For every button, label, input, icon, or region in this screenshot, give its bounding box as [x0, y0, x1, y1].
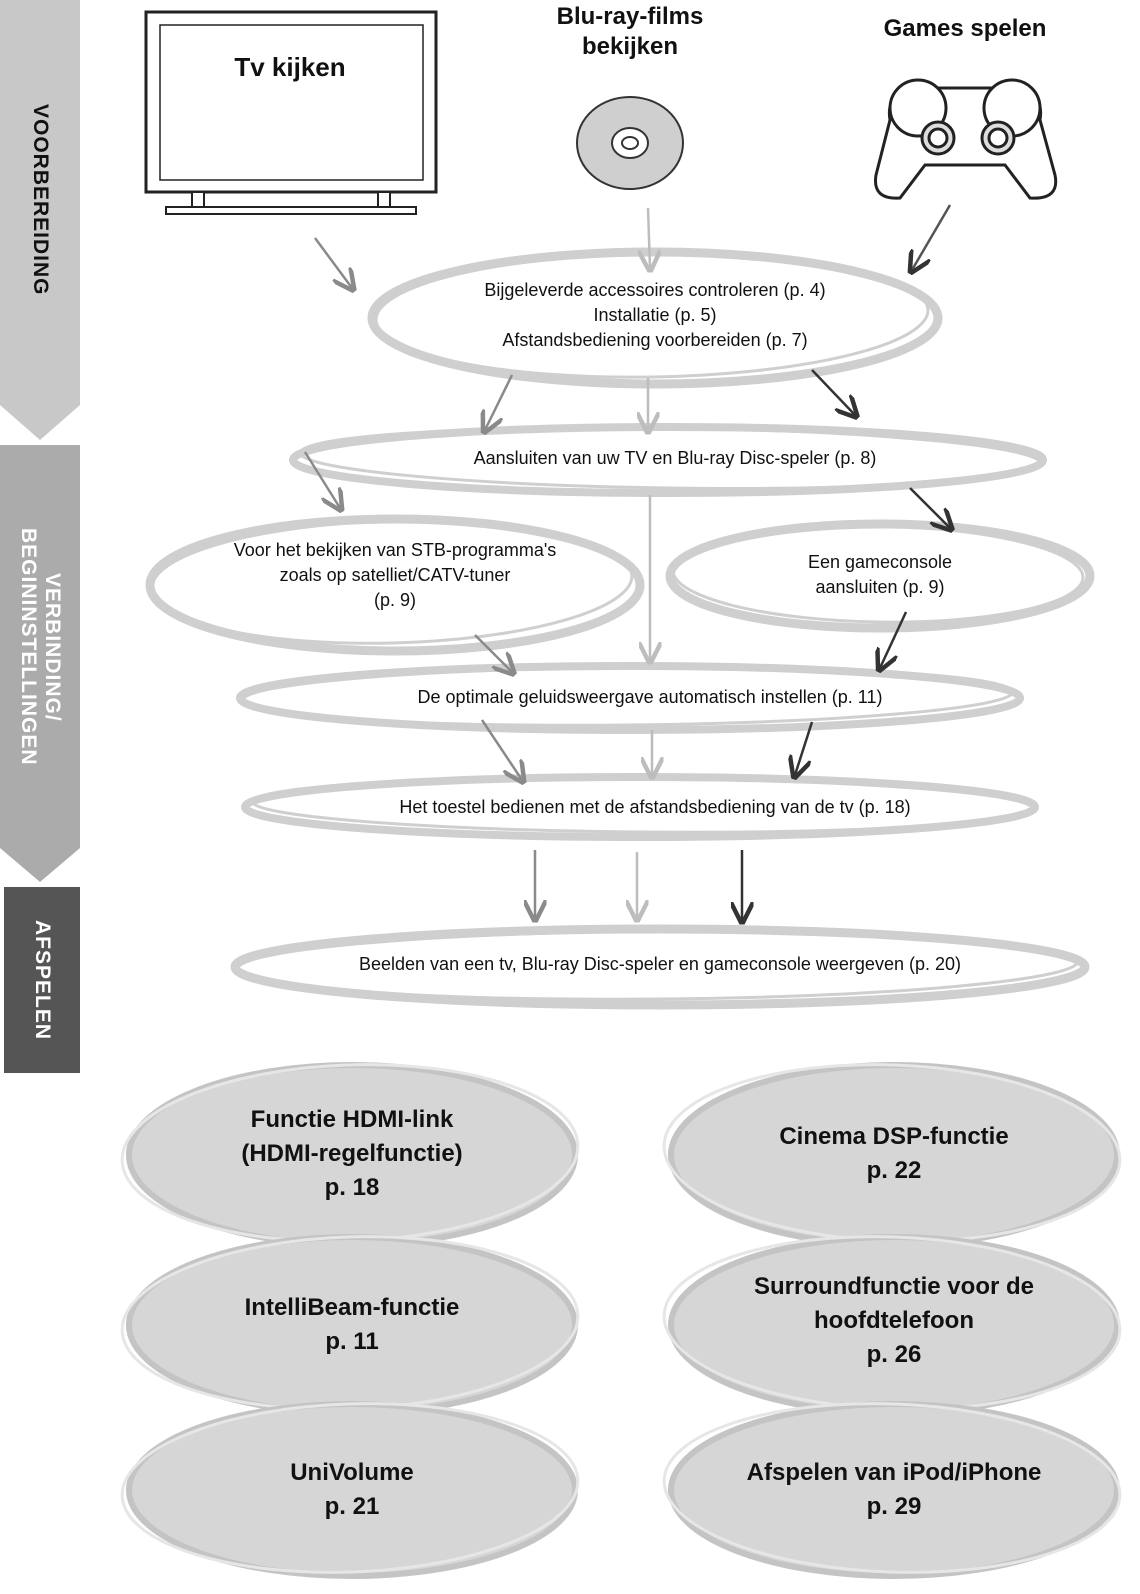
arrow-games-to-step1: [912, 204, 952, 270]
source-label-games: Games spelen: [883, 15, 1047, 42]
feature-label-ipod: Afspelen van iPod/iPhone p. 29: [746, 1459, 1042, 1520]
section-tab-afspelen: [4, 887, 80, 1073]
arrow-disc-to-step1: [648, 207, 650, 268]
feature-label-hdmi-link: Functie HDMI-link (HDMI-regelfunctie) p.…: [241, 1106, 463, 1201]
feature-label-headphone-surround: Surroundfunctie voor de hoofdtelefoon p.…: [753, 1273, 1034, 1368]
source-label-bluray: Blu-ray-films bekijken: [556, 3, 704, 60]
step-text-1: Bijgeleverde accessoires controleren (p.…: [484, 280, 826, 350]
step-ring-3: [145, 514, 645, 656]
step-text-5: De optimale geluidsweergave automatisch …: [417, 687, 883, 707]
feature-label-intellibeam: IntelliBeam-functie p. 11: [244, 1294, 460, 1355]
step-ring-7: [230, 924, 1090, 1010]
arrow-tv-to-step1: [313, 237, 352, 288]
gamepad-icon: [874, 78, 1058, 200]
section-label-afspelen: AFSPELEN: [4, 887, 80, 1073]
section-label-voorbereiding: VOORBEREIDING: [0, 0, 80, 400]
flow-arrows: [303, 204, 952, 920]
section-voorbereiding-text: VOORBEREIDING: [29, 104, 52, 296]
step-ring-5: [236, 662, 1024, 734]
section-tab-voorbereiding: [0, 0, 80, 440]
arrow-step3-to-step5: [474, 634, 512, 672]
source-label-tv: Tv kijken: [234, 52, 346, 82]
step-text-4: Een gameconsole aansluiten (p. 9): [807, 552, 953, 597]
step-text-6: Het toestel bedienen met de afstandsbedi…: [399, 797, 911, 817]
feature-oval-5: [120, 1401, 580, 1579]
arrow-step2-to-step3: [303, 451, 340, 508]
feature-oval-6: [662, 1401, 1122, 1579]
step-text-7: Beelden van een tv, Blu-ray Disc-speler …: [359, 954, 961, 974]
step-ring-4: [665, 519, 1095, 633]
feature-label-cinema-dsp: Cinema DSP-functie p. 22: [779, 1123, 1009, 1184]
arrow-step2-to-step4: [909, 487, 950, 528]
arrow-step1-to-step2-right: [811, 369, 855, 415]
arrow-step5-to-step6-right: [795, 721, 814, 775]
step-text-2: Aansluiten van uw TV en Blu-ray Disc-spe…: [473, 448, 877, 468]
disc-icon: [576, 96, 684, 190]
feature-label-univolume: UniVolume p. 21: [290, 1459, 414, 1520]
section-label-verbinding: VERBINDING/ BEGININSTELLINGEN: [0, 448, 80, 846]
arrow-step1-to-step2-left: [485, 374, 514, 430]
feature-oval-1: [120, 1062, 580, 1248]
section-verbinding-text: VERBINDING/ BEGININSTELLINGEN: [17, 528, 64, 766]
arrow-step4-to-step5: [880, 611, 908, 668]
section-afspelen-text: AFSPELEN: [31, 919, 54, 1040]
arrow-step5-to-step6-left: [480, 719, 522, 780]
step-ring-2: [289, 423, 1047, 497]
step-text-3: Voor het bekijken van STB-programma's zo…: [233, 540, 557, 610]
tv-icon: [144, 10, 438, 215]
section-tab-verbinding: [0, 445, 80, 882]
